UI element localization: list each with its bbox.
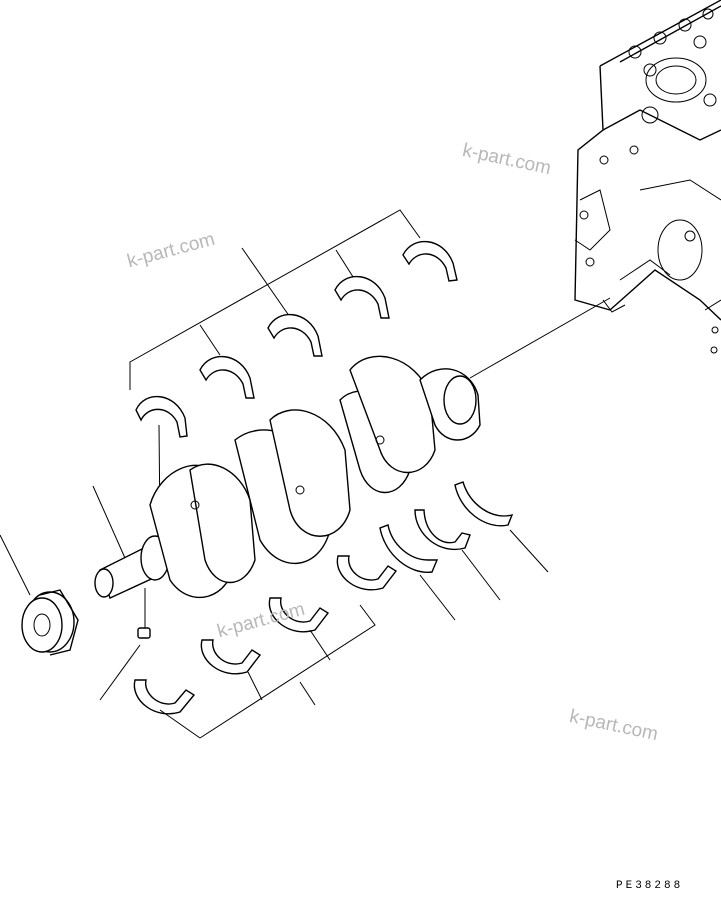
drawing-code: PE38288 xyxy=(616,880,684,892)
upper-main-bearing-shells xyxy=(135,240,458,438)
leader-line xyxy=(469,297,611,379)
cylinder-block xyxy=(574,0,721,354)
leader-line xyxy=(92,485,126,559)
woodruff-key xyxy=(99,588,151,701)
lower-main-bearing-shells xyxy=(133,555,398,715)
crank-gear xyxy=(0,534,79,656)
lower-bearing-bracket xyxy=(159,604,376,739)
thrust-bearings xyxy=(379,481,549,621)
upper-bearing-bracket xyxy=(129,209,421,531)
crankshaft xyxy=(94,355,481,599)
